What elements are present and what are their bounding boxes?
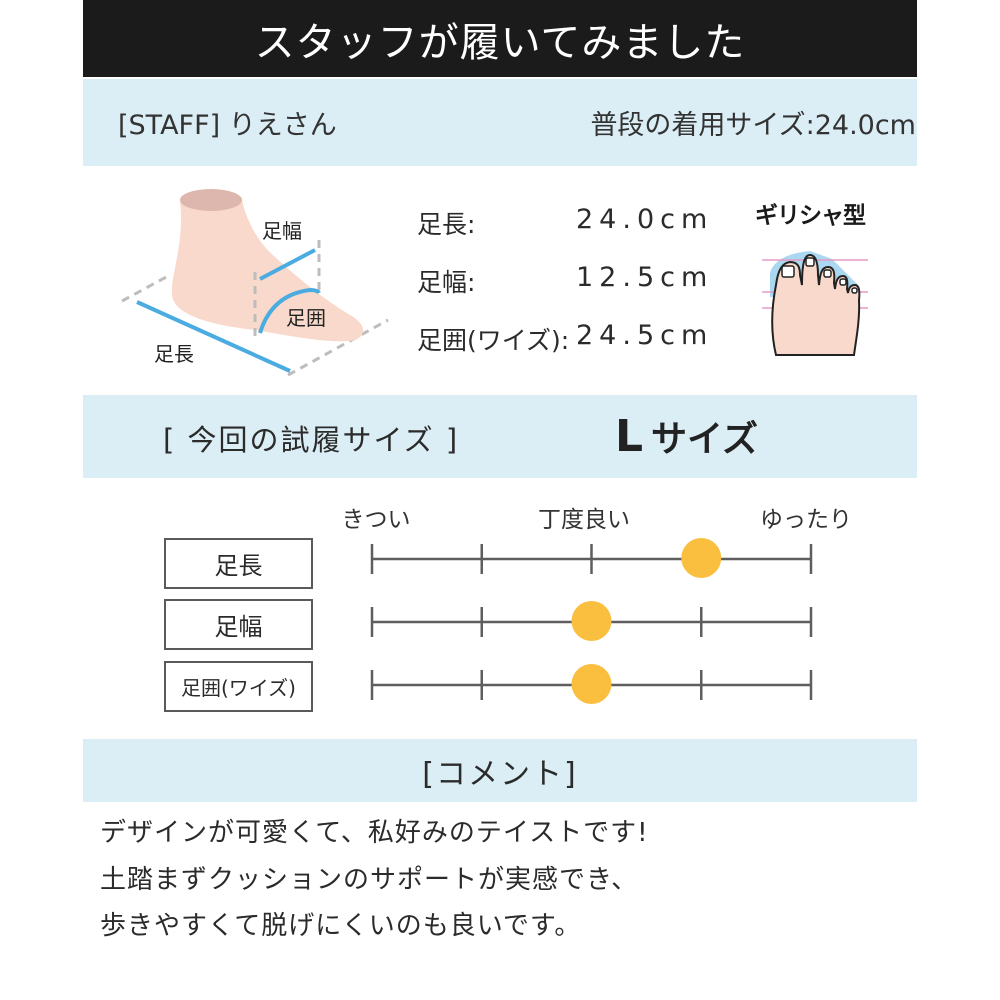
measurement-label-girth: 足囲(ワイズ): xyxy=(417,326,570,355)
page-title: スタッフが履いてみました xyxy=(254,19,746,66)
greek-foot-icon xyxy=(762,251,868,356)
comment-heading: [コメント] xyxy=(422,756,578,792)
comment-line-3: 歩きやすくて脱げにくいのも良いです。 xyxy=(100,911,582,941)
foot-type-label: ギリシャ型 xyxy=(755,203,866,229)
fit-scale-row xyxy=(370,538,813,578)
scale-label-tight: きつい xyxy=(341,507,411,533)
measurement-value-width: 12.5cm xyxy=(576,262,714,293)
fit-row-label-length: 足長 xyxy=(164,538,313,589)
trial-size-label: [ 今回の試履サイズ ] xyxy=(163,423,460,457)
guide-dash xyxy=(121,273,171,303)
diagram-label-girth: 足囲 xyxy=(286,306,326,330)
guide-dash xyxy=(287,318,389,377)
scale-label-just-right: 丁度良い xyxy=(538,507,630,533)
scale-label-loose: ゆったり xyxy=(760,507,852,533)
length-line xyxy=(136,300,291,373)
staff-info-band xyxy=(83,79,917,166)
measurement-label-width: 足幅: xyxy=(417,268,476,297)
diagram-label-width: 足幅 xyxy=(262,219,302,243)
diagram-label-length: 足長 xyxy=(154,342,194,366)
staff-name: [STAFF] りえさん xyxy=(118,110,337,141)
comment-line-1: デザインが可愛くて、私好みのテイストです! xyxy=(100,818,649,848)
fit-indicator-dot xyxy=(571,664,612,704)
comment-line-2: 土踏まずクッションのサポートが実感でき、 xyxy=(100,865,639,895)
measurement-value-length: 24.0cm xyxy=(576,204,714,235)
ankle-top xyxy=(180,189,242,211)
fit-indicator-dot xyxy=(571,601,612,641)
trial-size-band xyxy=(83,395,917,478)
foot-measurement-diagram xyxy=(121,189,389,377)
fit-row-label-width: 足幅 xyxy=(164,599,313,650)
measurement-value-girth: 24.5cm xyxy=(576,320,714,351)
fit-scale-row xyxy=(370,664,813,704)
trial-size-suffix: サイズ xyxy=(651,419,758,460)
comment-band: [コメント] xyxy=(83,739,917,802)
fit-scale-row xyxy=(370,601,813,641)
measurement-label-length: 足長: xyxy=(417,210,476,239)
trial-size-letter: L xyxy=(615,411,644,462)
fit-row-label-girth: 足囲(ワイズ) xyxy=(164,661,313,712)
width-line xyxy=(259,248,316,281)
foot-shape xyxy=(171,200,364,342)
fit-indicator-dot xyxy=(681,538,722,578)
usual-size: 普段の着用サイズ:24.0cm xyxy=(590,110,916,141)
girth-arc xyxy=(258,287,321,334)
page-title-bar: スタッフが履いてみました xyxy=(83,0,917,77)
